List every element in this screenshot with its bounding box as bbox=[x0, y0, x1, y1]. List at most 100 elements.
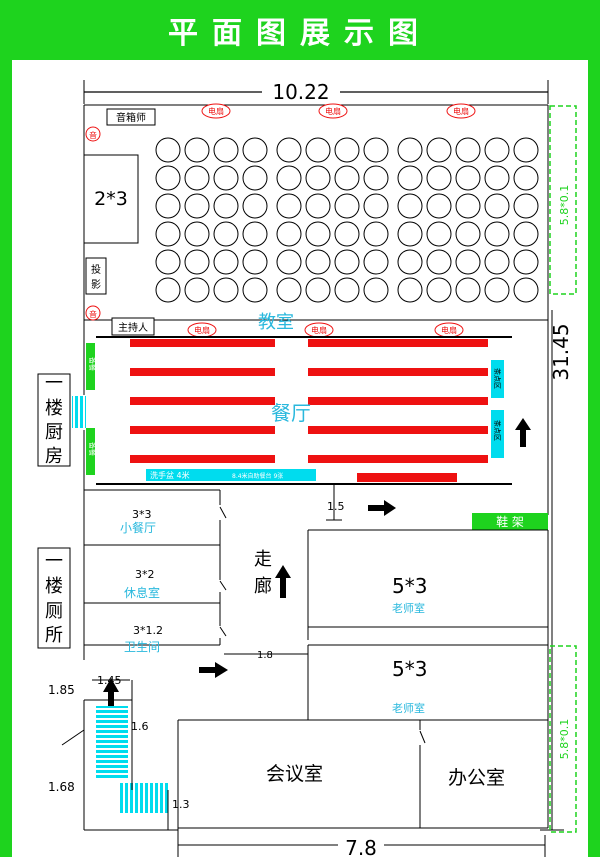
seat bbox=[184, 249, 210, 275]
seat bbox=[213, 137, 239, 163]
seat bbox=[242, 165, 268, 191]
seat bbox=[397, 277, 423, 303]
prep-label-top: 备餐 bbox=[88, 357, 97, 371]
seat bbox=[455, 277, 481, 303]
meeting-office-block bbox=[177, 719, 549, 840]
fan: 电扇 bbox=[304, 322, 334, 338]
toilet-char-4: 所 bbox=[45, 625, 63, 646]
seat bbox=[213, 193, 239, 219]
teacher-room-1-size: 5*3 bbox=[392, 574, 427, 598]
kitchen-sign: 一 楼 厨 房 bbox=[37, 373, 71, 467]
seat bbox=[184, 193, 210, 219]
seat bbox=[455, 165, 481, 191]
dining-label: 餐厅 bbox=[271, 401, 311, 425]
sign-box-top-label: 5.8*0.1 bbox=[558, 185, 571, 226]
arrow-up-corridor bbox=[275, 565, 291, 598]
svg-text:电扇: 电扇 bbox=[208, 106, 224, 116]
seat bbox=[334, 221, 360, 247]
teacher-room-2-size: 5*3 bbox=[392, 657, 427, 681]
left-rooms bbox=[84, 489, 227, 646]
host-label: 主持人 bbox=[118, 321, 148, 334]
right-dimension: 31.45 bbox=[540, 310, 573, 831]
seat bbox=[513, 249, 539, 275]
office-name: 办公室 bbox=[448, 767, 505, 789]
teacher-rooms bbox=[307, 529, 549, 720]
seat bbox=[334, 277, 360, 303]
stair-dim-4: 1.68 bbox=[48, 780, 75, 794]
seat bbox=[426, 221, 452, 247]
teacher-room-1-name: 老师室 bbox=[392, 601, 425, 615]
sign-box-bottom: 5.8*0.1 bbox=[549, 645, 577, 833]
kitchen-char-4: 房 bbox=[45, 446, 63, 467]
fan: 电扇 bbox=[446, 103, 476, 119]
fan: 电扇 bbox=[318, 103, 348, 119]
seat bbox=[455, 193, 481, 219]
arrow-right-lower bbox=[199, 662, 228, 678]
fan: 电扇 bbox=[201, 103, 231, 119]
shoe-rack: 鞋 架 bbox=[472, 513, 548, 530]
dining-table bbox=[308, 397, 488, 405]
kitchen-char-2: 楼 bbox=[45, 398, 63, 419]
seat bbox=[397, 165, 423, 191]
svg-text:电扇: 电扇 bbox=[194, 325, 210, 335]
seat bbox=[155, 137, 181, 163]
seat bbox=[363, 221, 389, 247]
left-green-border bbox=[0, 60, 12, 857]
dining-table bbox=[308, 426, 488, 434]
fans: 电扇电扇电扇电扇电扇电扇 bbox=[187, 103, 476, 338]
bathroom-size: 3*1.2 bbox=[133, 624, 163, 637]
tea-area-1: 茶点区 bbox=[493, 368, 502, 389]
seat bbox=[455, 137, 481, 163]
corridor-label-2: 廊 bbox=[254, 576, 272, 597]
title-bar bbox=[0, 0, 600, 60]
seat bbox=[155, 249, 181, 275]
seat bbox=[455, 221, 481, 247]
seat bbox=[242, 277, 268, 303]
corridor-width-label: 1.8 bbox=[257, 650, 273, 661]
seat bbox=[484, 221, 510, 247]
seat bbox=[484, 137, 510, 163]
toilet-char-2: 楼 bbox=[45, 576, 63, 597]
meeting-room-name: 会议室 bbox=[266, 763, 323, 785]
seat bbox=[363, 193, 389, 219]
seat bbox=[484, 165, 510, 191]
seat bbox=[426, 165, 452, 191]
seat bbox=[397, 193, 423, 219]
dining-hall: 备餐 备餐 餐厅 茶点区 茶点区 洗手盆 4米 8.4米自助餐台 9张 bbox=[72, 336, 512, 485]
seat bbox=[276, 277, 302, 303]
bottom-dimension: 7.8 bbox=[177, 835, 546, 857]
lounge-name: 休息室 bbox=[124, 585, 160, 600]
stair-dim-2: 1.45 bbox=[97, 674, 122, 687]
arrow-right-corridor bbox=[368, 500, 396, 516]
kitchen-char-3: 厨 bbox=[45, 422, 63, 443]
seat-grid bbox=[155, 137, 539, 303]
seat bbox=[484, 249, 510, 275]
dining-table bbox=[130, 368, 275, 376]
seat bbox=[155, 221, 181, 247]
seat bbox=[305, 165, 331, 191]
seat bbox=[242, 249, 268, 275]
prep-label-bottom: 备餐 bbox=[88, 442, 97, 456]
arrow-up-right bbox=[515, 418, 531, 447]
stair-dim-1: 1.85 bbox=[48, 683, 75, 697]
seat bbox=[334, 193, 360, 219]
toilet-char-3: 厕 bbox=[45, 601, 63, 622]
fan: 电扇 bbox=[187, 322, 217, 338]
seat bbox=[363, 165, 389, 191]
seat bbox=[397, 221, 423, 247]
seat bbox=[213, 249, 239, 275]
dining-table bbox=[308, 339, 488, 347]
seat bbox=[276, 165, 302, 191]
seat bbox=[184, 221, 210, 247]
seat bbox=[484, 193, 510, 219]
seat bbox=[513, 193, 539, 219]
seat bbox=[213, 221, 239, 247]
kitchen-char-1: 一 bbox=[45, 373, 63, 394]
sign-box-bottom-label: 5.8*0.1 bbox=[558, 719, 571, 760]
dining-tables bbox=[130, 339, 488, 463]
seat bbox=[305, 249, 331, 275]
seat bbox=[363, 277, 389, 303]
small-dining-name: 小餐厅 bbox=[120, 520, 156, 535]
host-box: 主持人 bbox=[111, 317, 155, 336]
lounge-size: 3*2 bbox=[135, 568, 155, 581]
